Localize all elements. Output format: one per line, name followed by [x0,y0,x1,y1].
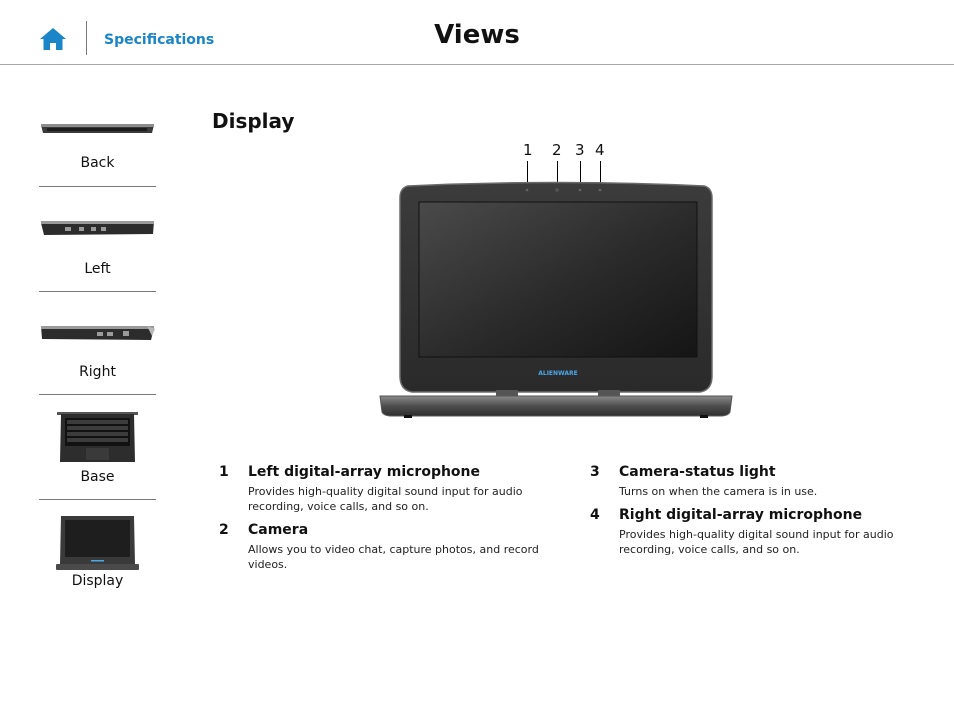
section-title: Display [212,109,295,133]
home-button[interactable] [38,26,68,52]
home-icon [40,28,66,50]
description-number: 1 [219,464,229,480]
alienware-logo: ALIENWARE [538,370,578,377]
sidebar-item-label: Left [84,261,111,277]
description-name: Left digital-array microphone [248,464,481,480]
description-name: Right digital-array microphone [619,507,863,523]
sidebar-divider [39,291,156,292]
description-text: Allows you to video chat, capture photos… [248,543,539,571]
page-header: Specifications Views [0,0,954,65]
description-number: 2 [219,522,229,538]
specifications-link[interactable]: Specifications [104,32,215,48]
callout-number: 3 [575,141,585,159]
description-name: Camera [248,522,309,538]
callout-number: 1 [523,141,533,159]
sidebar-item-label: Right [79,364,116,380]
sidebar-divider [39,499,156,500]
description-number: 4 [590,507,600,523]
laptop-display-thumbnail [56,516,139,570]
callout-leader-line [580,161,581,188]
laptop-base-thumbnail [57,412,138,462]
description-text: Provides high-quality digital sound inpu… [619,528,894,556]
callout-number: 2 [552,141,562,159]
page-title: Views [434,20,520,50]
callout-leader-line [557,161,558,188]
header-divider [86,21,87,55]
callout-number: 4 [595,141,605,159]
laptop-left-thumbnail [41,221,154,235]
callout-leader-line [600,161,601,188]
sidebar-item-label: Display [71,573,124,589]
laptop-display-image: ALIENWARE [379,181,733,418]
laptop-back-thumbnail [41,124,154,133]
description-name: Camera-status light [619,464,776,480]
sidebar-item-label: Base [80,469,115,485]
sidebar-divider [39,394,156,395]
laptop-right-thumbnail [41,326,155,340]
sidebar-item-label: Back [80,155,115,171]
description-number: 3 [590,464,600,480]
description-text: Turns on when the camera is in use. [619,485,818,498]
description-text: Provides high-quality digital sound inpu… [248,485,523,513]
callout-leader-line [527,161,528,188]
sidebar-divider [39,186,156,187]
